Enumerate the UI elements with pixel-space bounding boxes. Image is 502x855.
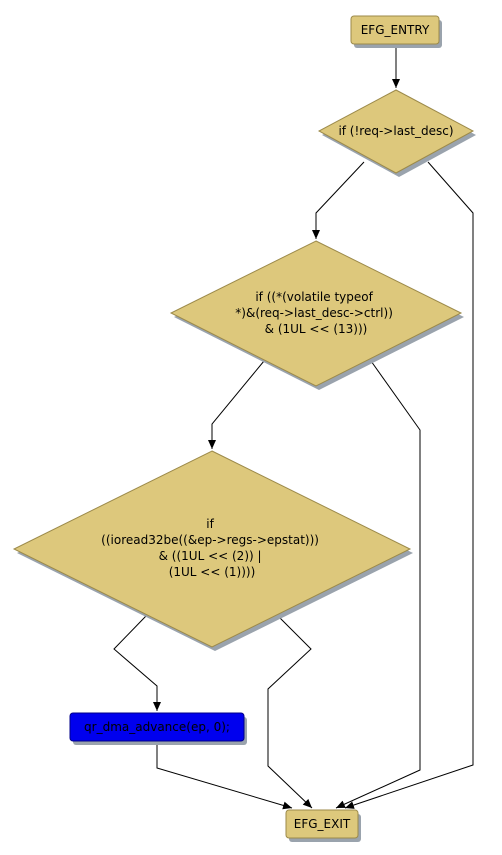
condition-node-3-diamond	[12, 450, 412, 648]
condition-node-1-line-1: if (!req->last_desc)	[338, 124, 453, 138]
condition-node-3-line-2: ((ioread32be((&ep->regs->epstat)))	[101, 533, 319, 547]
edge-cond3-to-exit	[267, 615, 313, 809]
condition-node-1: if (!req->last_desc)	[317, 89, 476, 177]
entry-node: EFG_ENTRY	[350, 15, 442, 48]
condition-node-3-line-3: & ((1UL << (2)) |	[159, 549, 262, 563]
condition-node-2-line-2: *)&(req->last_desc->ctrl))	[235, 306, 393, 320]
call-node-box	[69, 712, 245, 742]
condition-node-2-line-3: & (1UL << (13)))	[265, 322, 368, 336]
edge-cond1-to-cond2	[312, 161, 365, 239]
condition-node-1-diamond	[317, 89, 475, 174]
condition-node-1-text: if (!req->last_desc)	[338, 124, 453, 138]
edges	[113, 44, 474, 810]
exit-node: EFG_EXIT	[285, 809, 361, 842]
condition-node-2-text: if ((*(volatile typeof *)&(req->last_des…	[235, 290, 396, 336]
call-node-label: qr_dma_advance(ep, 0);	[84, 720, 230, 734]
edge-cond1-to-exit	[344, 161, 474, 809]
call-node: qr_dma_advance(ep, 0);	[69, 712, 247, 745]
edge-cond2-to-cond3	[208, 360, 265, 449]
condition-node-3-line-1: if	[206, 517, 214, 531]
edge-call-to-exit	[156, 742, 293, 810]
condition-node-3-line-4: (1UL << (1))))	[169, 565, 256, 579]
condition-node-3: if ((ioread32be((&ep->regs->epstat))) & …	[12, 450, 413, 651]
entry-node-box	[350, 15, 440, 45]
condition-node-3-text: if ((ioread32be((&ep->regs->epstat))) & …	[101, 517, 323, 579]
exit-node-label: EFG_EXIT	[294, 817, 351, 831]
condition-node-2-diamond	[169, 240, 463, 387]
edge-cond3-to-call	[113, 615, 161, 711]
exit-node-box	[285, 809, 359, 839]
condition-node-2-line-1: if ((*(volatile typeof	[255, 290, 373, 304]
edge-cond2-to-exit	[335, 360, 421, 809]
entry-node-label: EFG_ENTRY	[361, 23, 430, 37]
condition-node-2: if ((*(volatile typeof *)&(req->last_des…	[169, 240, 464, 390]
